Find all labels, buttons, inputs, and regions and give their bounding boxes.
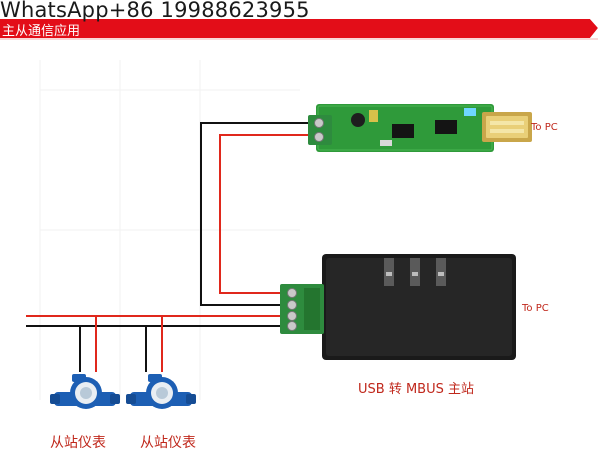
usb-adapter-to-pc-label: To PC [531, 122, 558, 133]
usb-adapter-board [308, 104, 532, 152]
meter-2-caption: 从站仪表 [140, 435, 196, 451]
chip [435, 120, 457, 134]
adapter-terminal-block [308, 115, 332, 145]
mbus-master-caption: USB 转 MBUS 主站 [358, 382, 474, 397]
mbus-master-box [280, 254, 516, 360]
chip [392, 124, 414, 138]
background-grid [39, 60, 300, 400]
adapter-to-master-wires [200, 122, 317, 306]
meter-1-caption: 从站仪表 [50, 435, 106, 451]
banner-title: 主从通信应用 [2, 24, 81, 39]
title-banner [0, 19, 612, 40]
capacitor [351, 113, 365, 127]
mbus-master-to-pc-label: To PC [522, 303, 549, 314]
mbus-bus-lines [26, 315, 287, 327]
meter-drop-wires [79, 316, 163, 372]
water-meter-1 [50, 374, 120, 409]
water-meter-2 [126, 374, 196, 409]
watermark-text: WhatsApp+86 19988623955 [0, 0, 310, 22]
